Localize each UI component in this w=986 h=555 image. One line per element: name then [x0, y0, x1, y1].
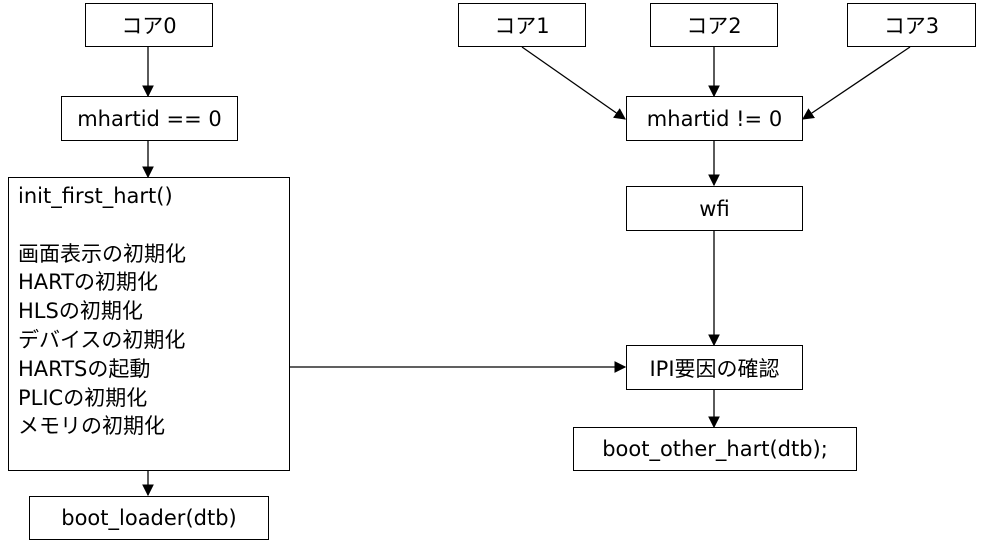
init-step-display: 画面表示の初期化: [18, 241, 186, 266]
boot-loader-node: boot_loader(dtb): [29, 496, 269, 540]
init-step-harts-start: HARTSの起動: [18, 356, 151, 381]
init-step-plic: PLICの初期化: [18, 385, 148, 410]
blank-line: [18, 211, 289, 240]
core1-node: コア1: [458, 3, 586, 47]
init-step-memory: メモリの初期化: [18, 414, 165, 439]
init-first-hart-box: init_first_hart() 画面表示の初期化 HARTの初期化 HLSの…: [8, 177, 290, 471]
core0-node: コア0: [85, 3, 213, 47]
wfi-node: wfi: [626, 186, 803, 231]
init-step-hls: HLSの初期化: [18, 299, 143, 324]
mhartid-eq-node: mhartid == 0: [61, 96, 238, 141]
ipi-node: IPI要因の確認: [626, 345, 803, 390]
mhartid-ne-node: mhartid != 0: [626, 96, 803, 141]
init-first-hart-title: init_first_hart(): [18, 184, 173, 208]
boot-other-hart-node: boot_other_hart(dtb);: [573, 427, 857, 471]
arrow-core3-to-mhartid: [802, 46, 911, 120]
init-step-device: デバイスの初期化: [18, 327, 186, 352]
core2-node: コア2: [650, 3, 778, 47]
core3-node: コア3: [847, 3, 976, 47]
init-step-hart: HARTの初期化: [18, 270, 159, 295]
arrow-core1-to-mhartid: [521, 46, 626, 120]
